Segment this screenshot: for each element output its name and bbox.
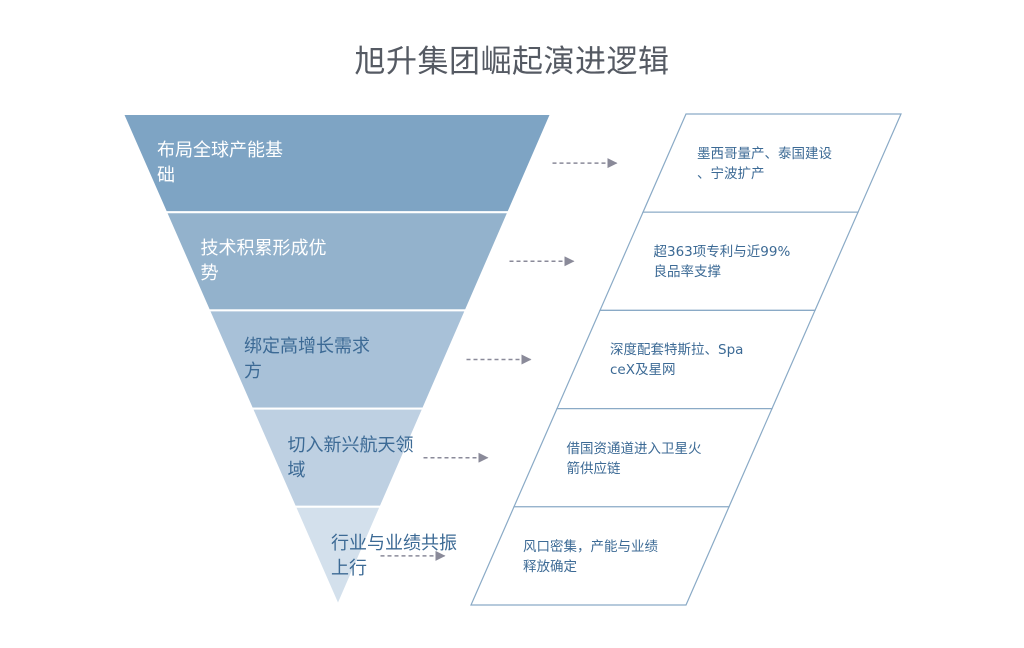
detail-label-line: 释放确定: [523, 558, 577, 575]
funnel-label-4: 切入新兴航天领域: [288, 433, 438, 483]
detail-label-line: 借国资通道进入卫星火: [566, 440, 702, 457]
funnel-label-line: 切入新兴航天领: [287, 434, 414, 456]
funnel-label-line: 势: [200, 263, 219, 285]
detail-label-1: 墨西哥量产、泰国建设、宁波扩产: [697, 144, 862, 184]
funnel-label-line: 行业与业绩共振: [331, 532, 457, 554]
funnel-label-3: 绑定高增长需求方: [244, 334, 394, 384]
detail-label-line: 箭供应链: [566, 460, 621, 477]
detail-label-line: 良品率支撑: [653, 264, 722, 281]
detail-label-line: 风口密集，产能与业绩: [523, 538, 658, 555]
diagram-title: 旭升集团崛起演进逻辑: [354, 44, 670, 80]
detail-label-line: 、宁波扩产: [697, 166, 765, 182]
funnel-label-5: 行业与业绩共振上行: [331, 531, 481, 581]
detail-box-5: [470, 506, 730, 606]
funnel-label-2: 技术积累形成优势: [201, 236, 351, 286]
detail-label-line: ceX及星网: [610, 362, 676, 379]
detail-label-5: 风口密集，产能与业绩释放确定: [523, 537, 688, 577]
funnel-label-line: 方: [244, 361, 262, 383]
detail-label-3: 深度配套特斯拉、Spa ceX及星网: [610, 340, 775, 380]
funnel-label-line: 布局全球产能基: [157, 140, 283, 161]
funnel-layer-5: [293, 505, 383, 608]
funnel-label-line: 技术积累形成优: [200, 238, 327, 260]
funnel-label-line: 域: [287, 459, 306, 481]
funnel-label-line: 绑定高增长需求: [244, 336, 370, 358]
funnel-label-line: 上行: [331, 557, 367, 579]
funnel-label-1: 布局全球产能基础: [157, 138, 307, 188]
detail-label-line: 墨西哥量产、泰国建设: [697, 146, 832, 162]
detail-label-2: 超363项专利与近99% 良品率支撑: [654, 242, 819, 282]
detail-label-line: 深度配套特斯拉、Spa: [610, 342, 744, 359]
detail-label-line: 超363项专利与近99%: [653, 244, 791, 261]
detail-label-4: 借国资通道进入卫星火箭供应链: [567, 439, 732, 479]
funnel-label-line: 础: [157, 165, 175, 186]
